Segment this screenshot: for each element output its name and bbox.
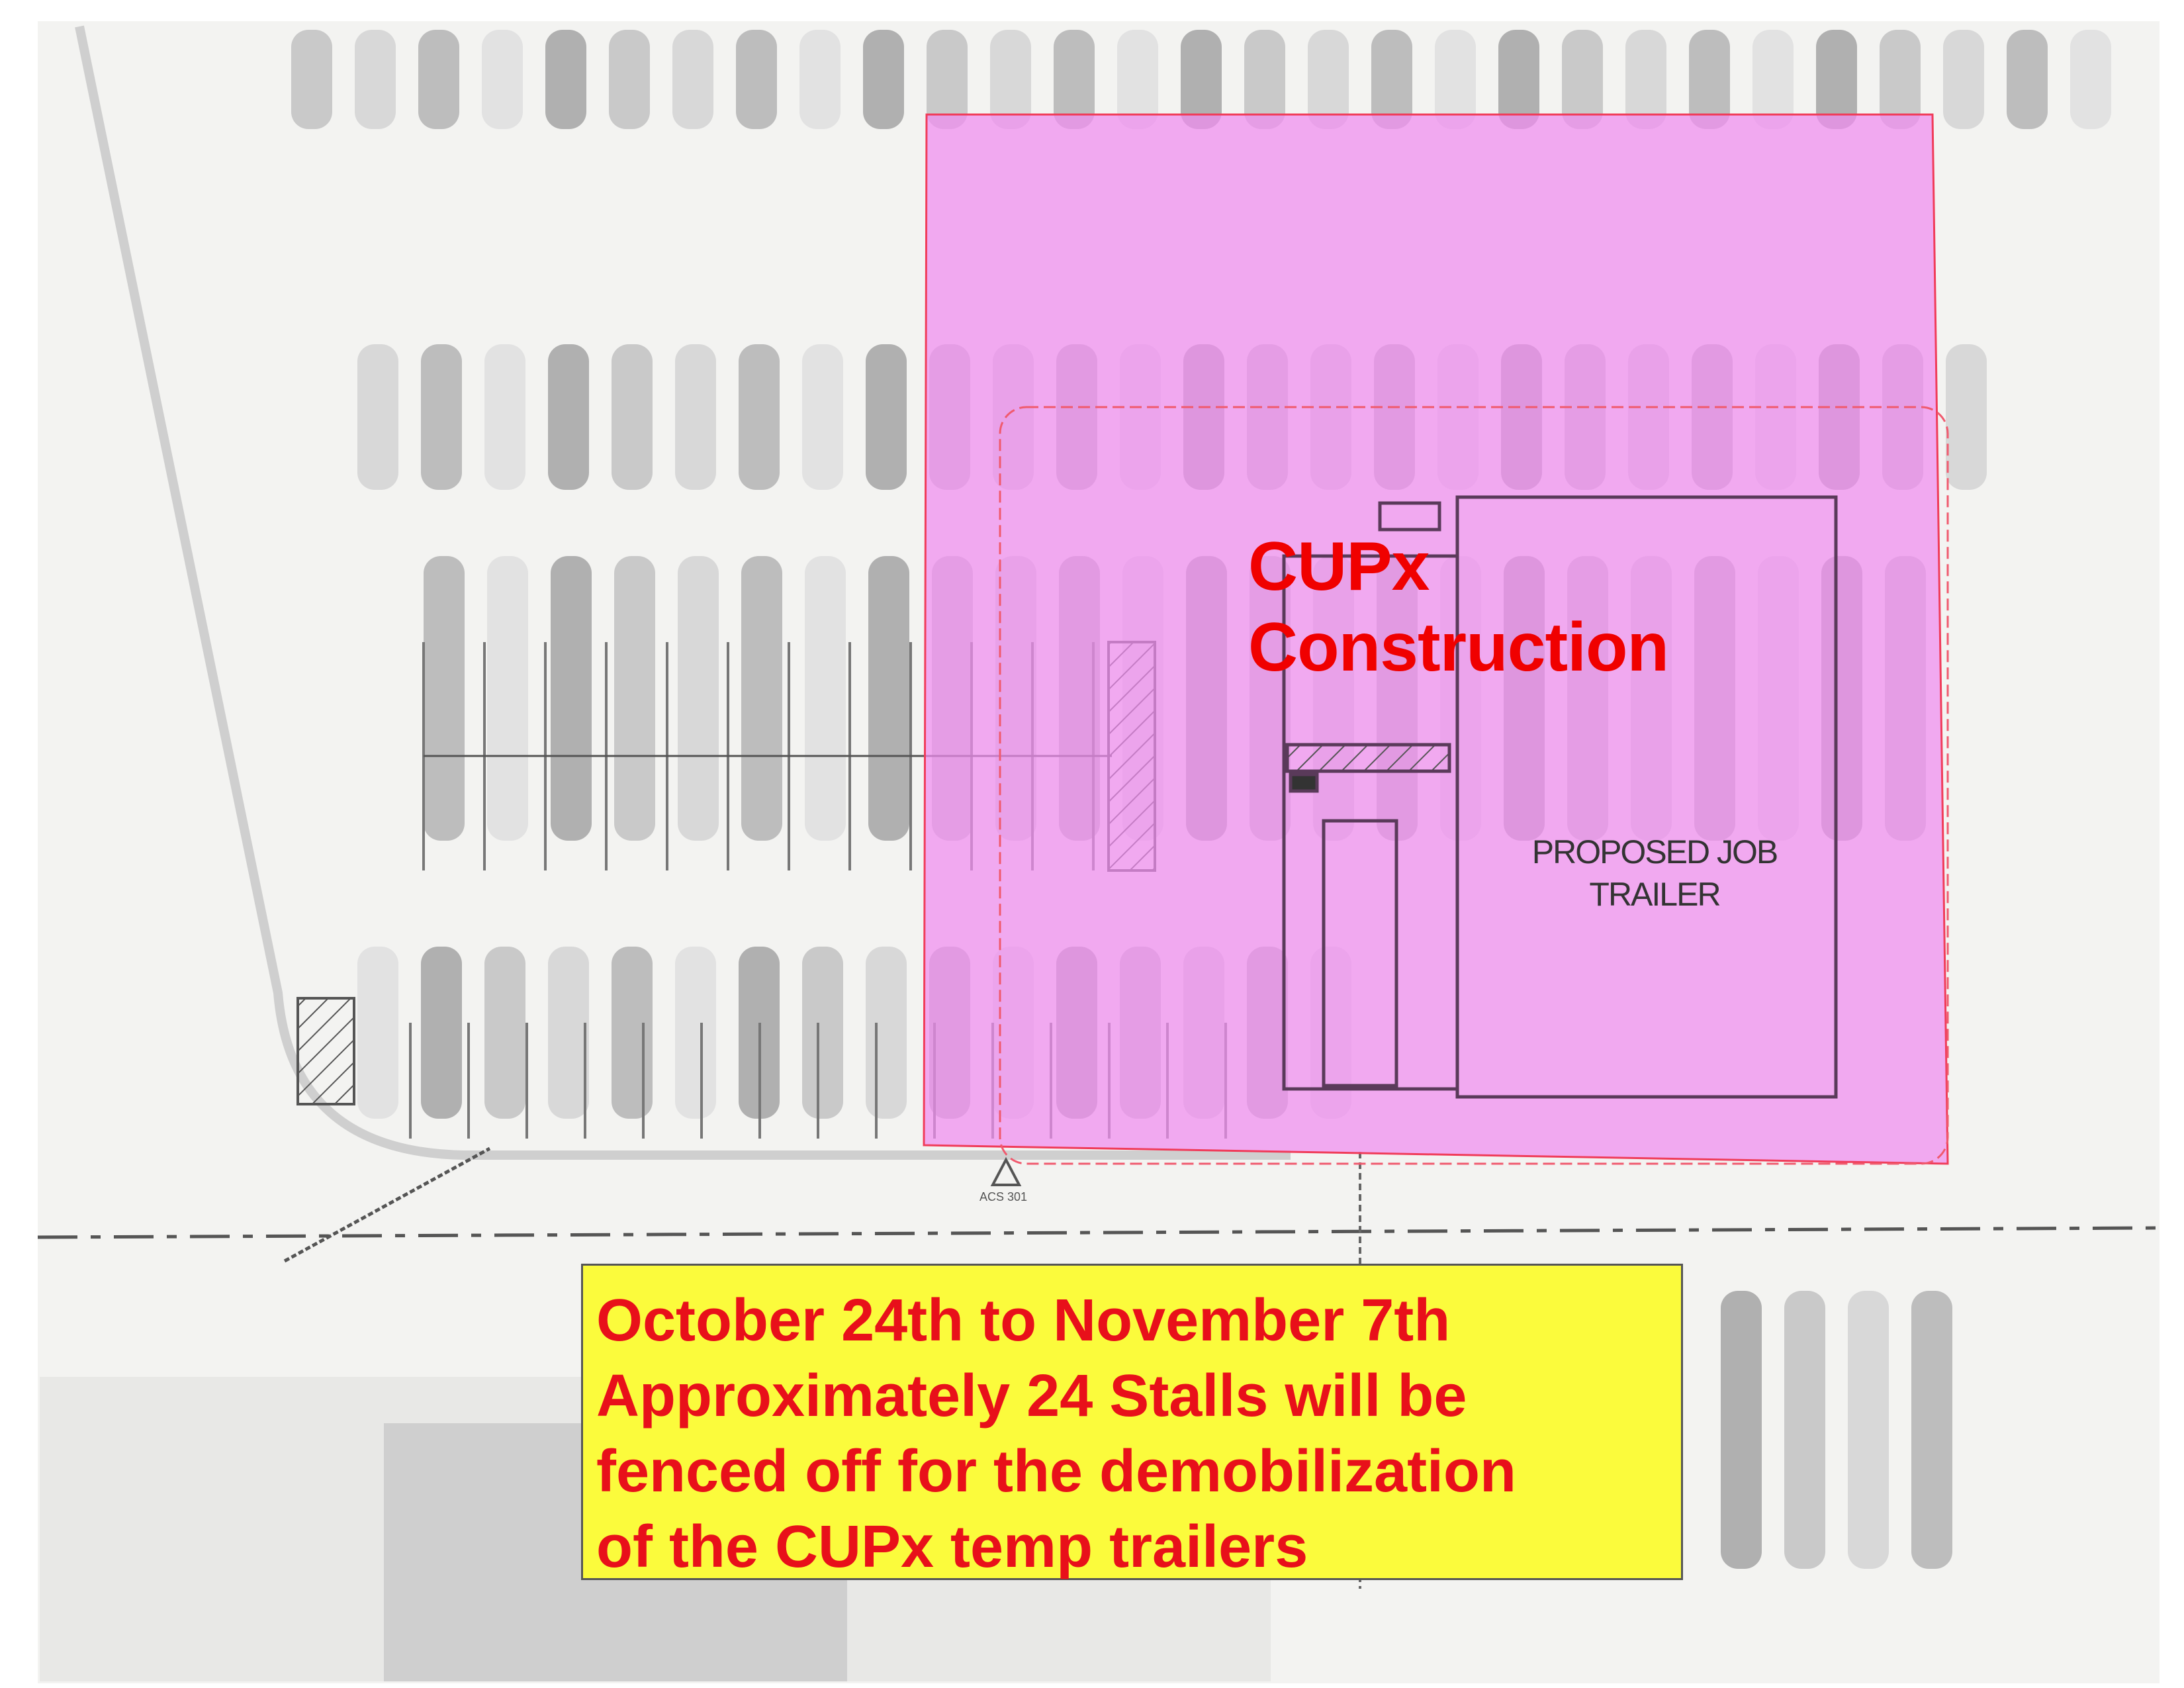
trailer-room bbox=[1322, 819, 1398, 1088]
trailer-label: PROPOSED JOB TRAILER bbox=[1516, 831, 1794, 915]
parked-car bbox=[1435, 30, 1476, 129]
parked-car bbox=[2007, 30, 2048, 129]
equipment-pad bbox=[1378, 501, 1441, 532]
trailer-label-line: TRAILER bbox=[1589, 876, 1721, 913]
parked-car bbox=[291, 30, 332, 129]
parked-car bbox=[1371, 30, 1412, 129]
detail-marker-icon bbox=[990, 1156, 1022, 1186]
parked-car bbox=[1054, 30, 1095, 129]
property-line bbox=[37, 1226, 2160, 1239]
parked-car bbox=[424, 556, 465, 841]
parked-car bbox=[1562, 30, 1603, 129]
parked-car bbox=[2070, 30, 2111, 129]
parked-car bbox=[551, 556, 592, 841]
parked-car bbox=[548, 947, 589, 1119]
parked-car bbox=[1498, 30, 1539, 129]
parked-car bbox=[1752, 30, 1794, 129]
notice-line: Approximately 24 Stalls will be bbox=[596, 1363, 1467, 1429]
parked-car bbox=[487, 556, 528, 841]
parked-car bbox=[1117, 30, 1158, 129]
ramp bbox=[1285, 743, 1451, 773]
parked-car bbox=[482, 30, 523, 129]
parked-car bbox=[866, 344, 907, 490]
parked-car bbox=[675, 344, 716, 490]
parked-car bbox=[1946, 344, 1987, 490]
parked-car bbox=[1848, 1291, 1889, 1569]
parked-car bbox=[484, 344, 525, 490]
parked-car bbox=[866, 947, 907, 1119]
parked-car bbox=[1244, 30, 1285, 129]
construction-zone bbox=[923, 113, 1949, 1165]
parked-car bbox=[802, 344, 843, 490]
parked-car bbox=[484, 947, 525, 1119]
notice-line: October 24th to November 7th bbox=[596, 1288, 1451, 1354]
parked-car bbox=[1625, 30, 1666, 129]
parked-car bbox=[355, 30, 396, 129]
trailer-plan bbox=[1282, 495, 1838, 1099]
parked-car bbox=[672, 30, 713, 129]
trailer-label-line: PROPOSED JOB bbox=[1531, 833, 1779, 870]
parked-car bbox=[1816, 30, 1857, 129]
parked-car bbox=[612, 947, 653, 1119]
notice-line: of the CUPx temp trailers bbox=[596, 1514, 1308, 1580]
revision-cloud bbox=[999, 406, 1949, 1165]
parked-car bbox=[614, 556, 655, 841]
parked-car bbox=[421, 947, 462, 1119]
parked-car bbox=[736, 30, 777, 129]
parked-car bbox=[1308, 30, 1349, 129]
zone-label: CUPx Construction bbox=[1248, 526, 1669, 688]
trailer-annex bbox=[1282, 554, 1459, 1091]
parked-car bbox=[1880, 30, 1921, 129]
zone-label-line: CUPx bbox=[1248, 528, 1430, 605]
fence-line bbox=[283, 1147, 491, 1263]
detail-marker-label: ACS 301 bbox=[979, 1190, 1028, 1203]
notice-box: October 24th to November 7th Approximate… bbox=[581, 1264, 1683, 1580]
hatched-area bbox=[296, 997, 355, 1105]
parked-car bbox=[421, 344, 462, 490]
zone-label-line: Construction bbox=[1248, 609, 1669, 686]
parked-car bbox=[863, 30, 904, 129]
parked-car bbox=[675, 947, 716, 1119]
parked-car bbox=[357, 947, 398, 1119]
parked-car bbox=[418, 30, 459, 129]
parked-car bbox=[1911, 1291, 1952, 1569]
parked-car bbox=[545, 30, 586, 129]
parked-car bbox=[802, 947, 843, 1119]
parked-car bbox=[1721, 1291, 1762, 1569]
parked-car bbox=[990, 30, 1031, 129]
parked-car bbox=[1689, 30, 1730, 129]
parked-car bbox=[739, 344, 780, 490]
parked-car bbox=[678, 556, 719, 841]
parked-car bbox=[1784, 1291, 1825, 1569]
parked-car bbox=[548, 344, 589, 490]
parked-car bbox=[868, 556, 909, 841]
parked-car bbox=[1943, 30, 1984, 129]
parked-car bbox=[799, 30, 841, 129]
parked-car bbox=[612, 344, 653, 490]
parked-car bbox=[1181, 30, 1222, 129]
parked-car bbox=[927, 30, 968, 129]
step bbox=[1289, 773, 1319, 793]
parked-car bbox=[609, 30, 650, 129]
parked-car bbox=[357, 344, 398, 490]
parked-car bbox=[741, 556, 782, 841]
parked-car bbox=[805, 556, 846, 841]
curb bbox=[75, 25, 1291, 1160]
notice-line: fenced off for the demobilization bbox=[596, 1438, 1516, 1505]
